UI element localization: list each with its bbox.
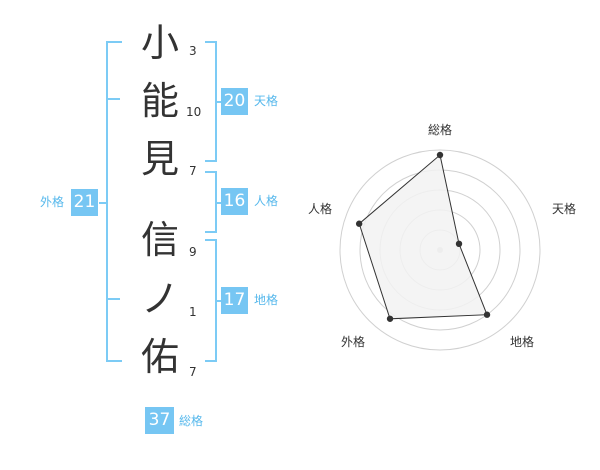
name-char-3: 見 <box>140 137 179 181</box>
radar-point <box>386 315 394 322</box>
chikaku-badge: 17 <box>221 287 248 314</box>
gaikaku-label: 外格 <box>40 195 65 209</box>
name-char-4: 信 <box>140 218 179 262</box>
tenkaku-badge: 20 <box>221 88 248 115</box>
stroke-count-3: 7 <box>189 164 197 178</box>
tenkaku-bracket <box>205 41 217 162</box>
gaikaku-bracket-tick-bottom <box>106 298 120 300</box>
stroke-count-6: 7 <box>189 365 197 379</box>
jinkaku-label: 人格 <box>254 194 279 208</box>
radar-axis-label-tenkaku: 天格 <box>552 202 577 216</box>
radar-axis-label-gaikaku: 外格 <box>341 335 366 349</box>
radar-axis-label-jinkaku: 人格 <box>308 202 333 216</box>
soukaku-badge: 37 <box>145 407 174 434</box>
gaikaku-badge: 21 <box>71 189 98 216</box>
radar-area <box>358 154 488 320</box>
gaikaku-connector <box>99 202 106 204</box>
tenkaku-connector <box>217 101 222 103</box>
radar-point <box>455 240 463 248</box>
gaikaku-bracket-tick-top <box>106 98 120 100</box>
name-char-2: 能 <box>140 79 179 123</box>
radar-axis-label-soukaku: 総格 <box>428 123 453 137</box>
radar-ring <box>339 149 541 351</box>
chikaku-connector <box>217 300 222 302</box>
jinkaku-badge: 16 <box>221 188 248 215</box>
tenkaku-label: 天格 <box>254 94 279 108</box>
stroke-count-5: 1 <box>189 305 197 319</box>
name-char-6: 佑 <box>140 335 179 379</box>
radar-point <box>436 151 444 159</box>
radar-point <box>483 311 491 318</box>
chikaku-label: 地格 <box>254 293 279 307</box>
name-char-1: 小 <box>140 21 179 65</box>
jinkaku-bracket <box>205 171 217 233</box>
stroke-count-1: 3 <box>189 44 197 58</box>
jinkaku-connector <box>217 202 222 204</box>
gaikaku-bracket <box>106 41 122 362</box>
soukaku-label: 総格 <box>179 414 204 428</box>
radar-axis-label-chikaku: 地格 <box>510 335 535 349</box>
stroke-count-4: 9 <box>189 245 197 259</box>
stroke-count-2: 10 <box>186 105 202 119</box>
radar-point <box>355 220 363 227</box>
name-char-5: ノ <box>140 277 179 321</box>
radar-points <box>355 151 491 322</box>
chikaku-bracket <box>205 239 217 362</box>
